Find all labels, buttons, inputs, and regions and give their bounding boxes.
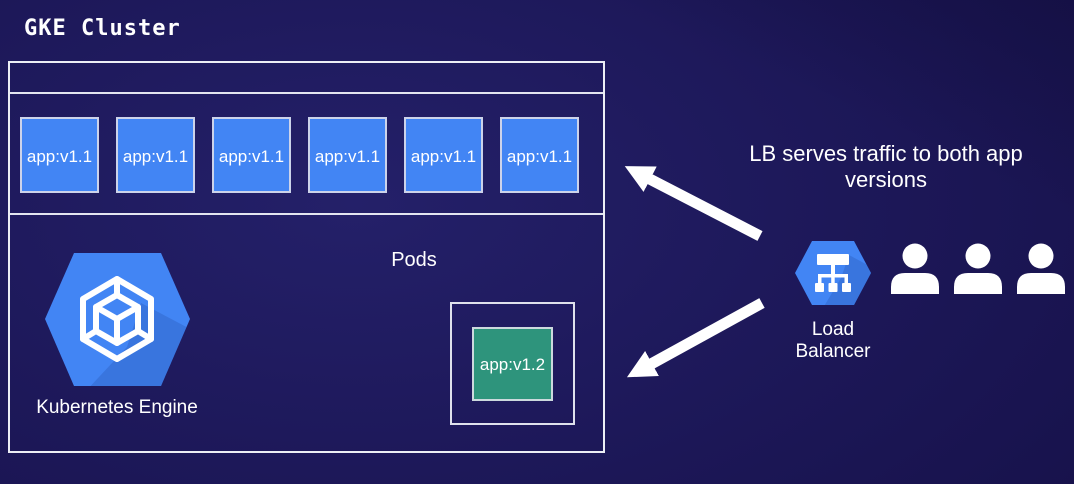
pod-v12-boundary: app:v1.2 (450, 302, 575, 425)
load-balancer-group: Load Balancer (773, 238, 893, 364)
cluster-divider-top (10, 92, 603, 94)
users-group (890, 243, 1066, 300)
user-silhouette-icon (890, 243, 940, 300)
pod-v11: app:v1.1 (500, 117, 579, 193)
pods-v11-row: app:v1.1 app:v1.1 app:v1.1 app:v1.1 app:… (20, 117, 579, 193)
cluster-divider-bottom (10, 213, 603, 215)
load-balancer-hexagon-icon (793, 238, 873, 313)
pod-v11: app:v1.1 (404, 117, 483, 193)
load-balancer-label-line1: Load (811, 319, 855, 340)
user-silhouette-icon (1016, 243, 1066, 300)
user-silhouette-icon (953, 243, 1003, 300)
kubernetes-engine-label: Kubernetes Engine (36, 397, 198, 418)
lb-annotation-text: LB serves traffic to both app versions (749, 141, 1023, 193)
pod-v11: app:v1.1 (20, 117, 99, 193)
kubernetes-engine-group: Kubernetes Engine (22, 247, 212, 419)
pod-v11: app:v1.1 (212, 117, 291, 193)
cluster-boundary: app:v1.1 app:v1.1 app:v1.1 app:v1.1 app:… (8, 61, 605, 453)
pods-label: Pods (391, 249, 437, 271)
pod-v12: app:v1.2 (472, 326, 553, 401)
pod-v11: app:v1.1 (308, 117, 387, 193)
diagram-title: GKE Cluster (24, 16, 181, 41)
gke-hexagon-cube-icon (41, 247, 194, 392)
load-balancer-label: Load Balancer (796, 319, 871, 364)
load-balancer-label-line2: Balancer (795, 341, 871, 363)
arrow-to-v12-pod (626, 298, 765, 378)
pod-v11: app:v1.1 (116, 117, 195, 193)
